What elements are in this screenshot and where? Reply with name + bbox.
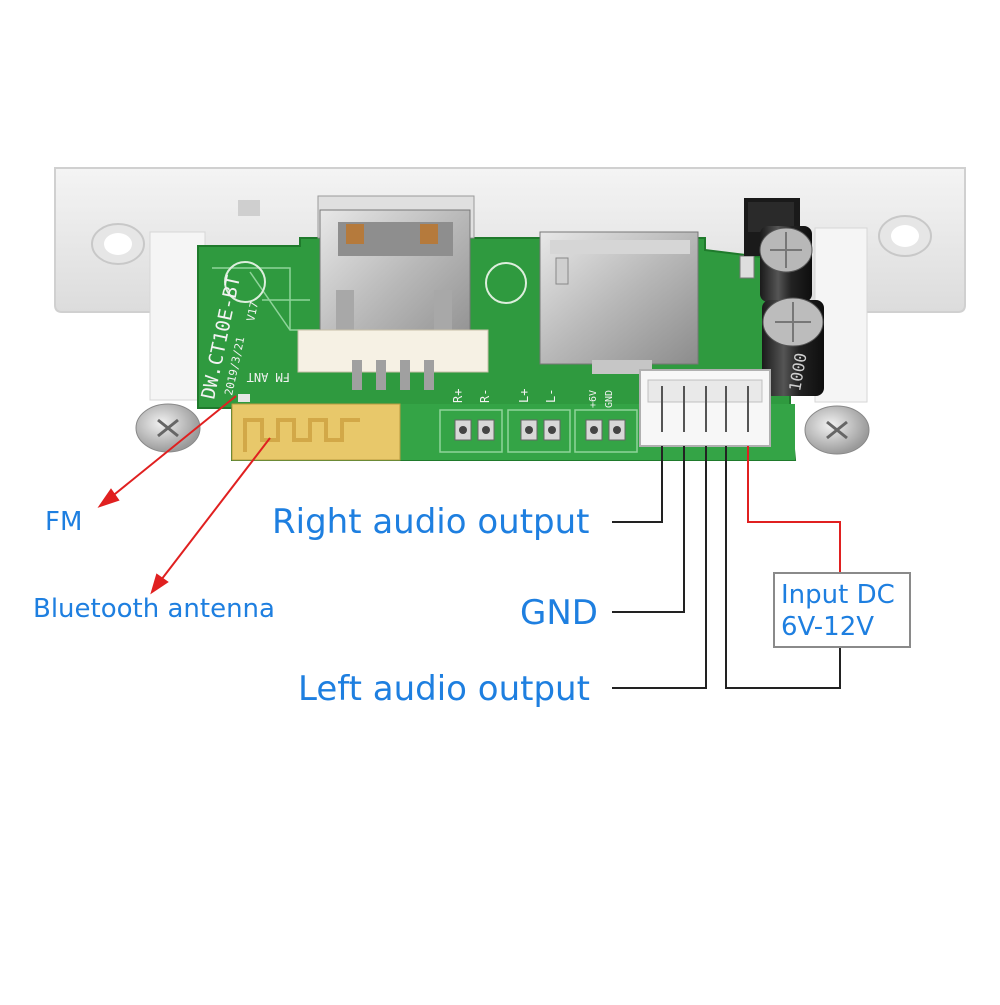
callout-arrows <box>97 395 271 595</box>
pad-r-plus-text: R+ <box>451 389 465 403</box>
pad-6v-text: +6V <box>588 390 599 408</box>
pad-l-plus-text: L+ <box>517 389 531 403</box>
right-audio-output-label: Right audio output <box>272 502 590 542</box>
fm-label: FM <box>45 507 83 537</box>
usb-port <box>297 195 489 390</box>
bluetooth-antenna-label: Bluetooth antenna <box>33 594 275 624</box>
input-dc-box: Input DC 6V-12V <box>773 572 911 648</box>
mounting-screws <box>135 403 870 455</box>
pad-gnd-text: GND <box>604 390 615 408</box>
pad-l-minus-text: L- <box>544 389 558 403</box>
gnd-label: GND <box>520 593 598 633</box>
left-audio-output-label: Left audio output <box>298 669 590 709</box>
input-dc-label: Input DC <box>781 580 895 610</box>
board-version-text: V17 <box>244 300 261 322</box>
bluetooth-antenna-module <box>231 403 401 461</box>
input-dc-voltage: 6V-12V <box>781 612 875 642</box>
power-audio-connector <box>639 369 771 447</box>
sd-card-slot <box>539 231 699 374</box>
pad-r-minus-text: R- <box>478 389 492 403</box>
fm-ant-text: FM ANT <box>247 370 290 384</box>
connector-leader-lines <box>612 446 841 689</box>
power-components: 1000 <box>744 198 824 396</box>
